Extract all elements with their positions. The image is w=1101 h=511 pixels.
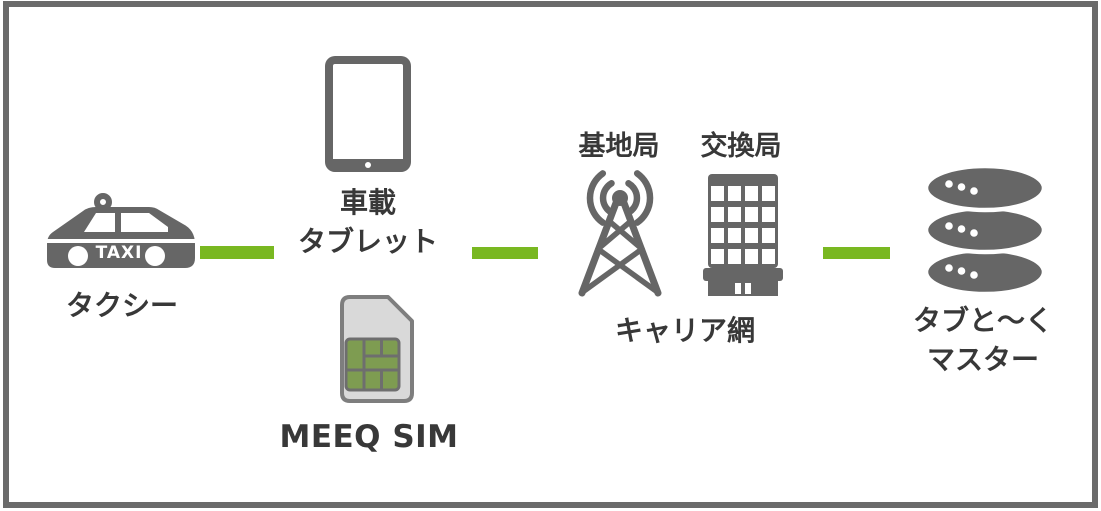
base-station-label: 基地局 — [578, 131, 660, 162]
connector-line-2 — [472, 247, 538, 259]
sim-label: MEEQ SIM — [279, 419, 459, 455]
exchange-label: 交換局 — [700, 131, 782, 162]
tablet-label-line2: タブレット — [297, 225, 438, 258]
exchange-building-icon — [703, 174, 783, 296]
tablet-label-line1: 車載 — [339, 186, 396, 219]
tablet-icon — [325, 56, 411, 172]
taxi-icon: TAXI — [47, 193, 195, 268]
sim-chip — [344, 337, 401, 392]
database-server-icon — [923, 164, 1047, 296]
connector-line-3 — [823, 247, 890, 259]
master-server-label-line1: タブと〜く — [912, 304, 1053, 337]
carrier-network-label: キャリア網 — [614, 314, 755, 347]
antenna-tower-icon — [578, 170, 662, 297]
connector-line-1 — [200, 246, 274, 259]
master-server-label-line2: マスター — [926, 343, 1039, 376]
tablet-label: 車載 タブレット — [268, 183, 468, 261]
home-button-dot — [365, 162, 371, 168]
taxi-label: タクシー — [65, 289, 178, 322]
taxi-sign-text: TAXI — [96, 243, 143, 263]
master-server-label: タブと〜く マスター — [883, 301, 1083, 379]
sim-card-icon — [340, 295, 414, 403]
